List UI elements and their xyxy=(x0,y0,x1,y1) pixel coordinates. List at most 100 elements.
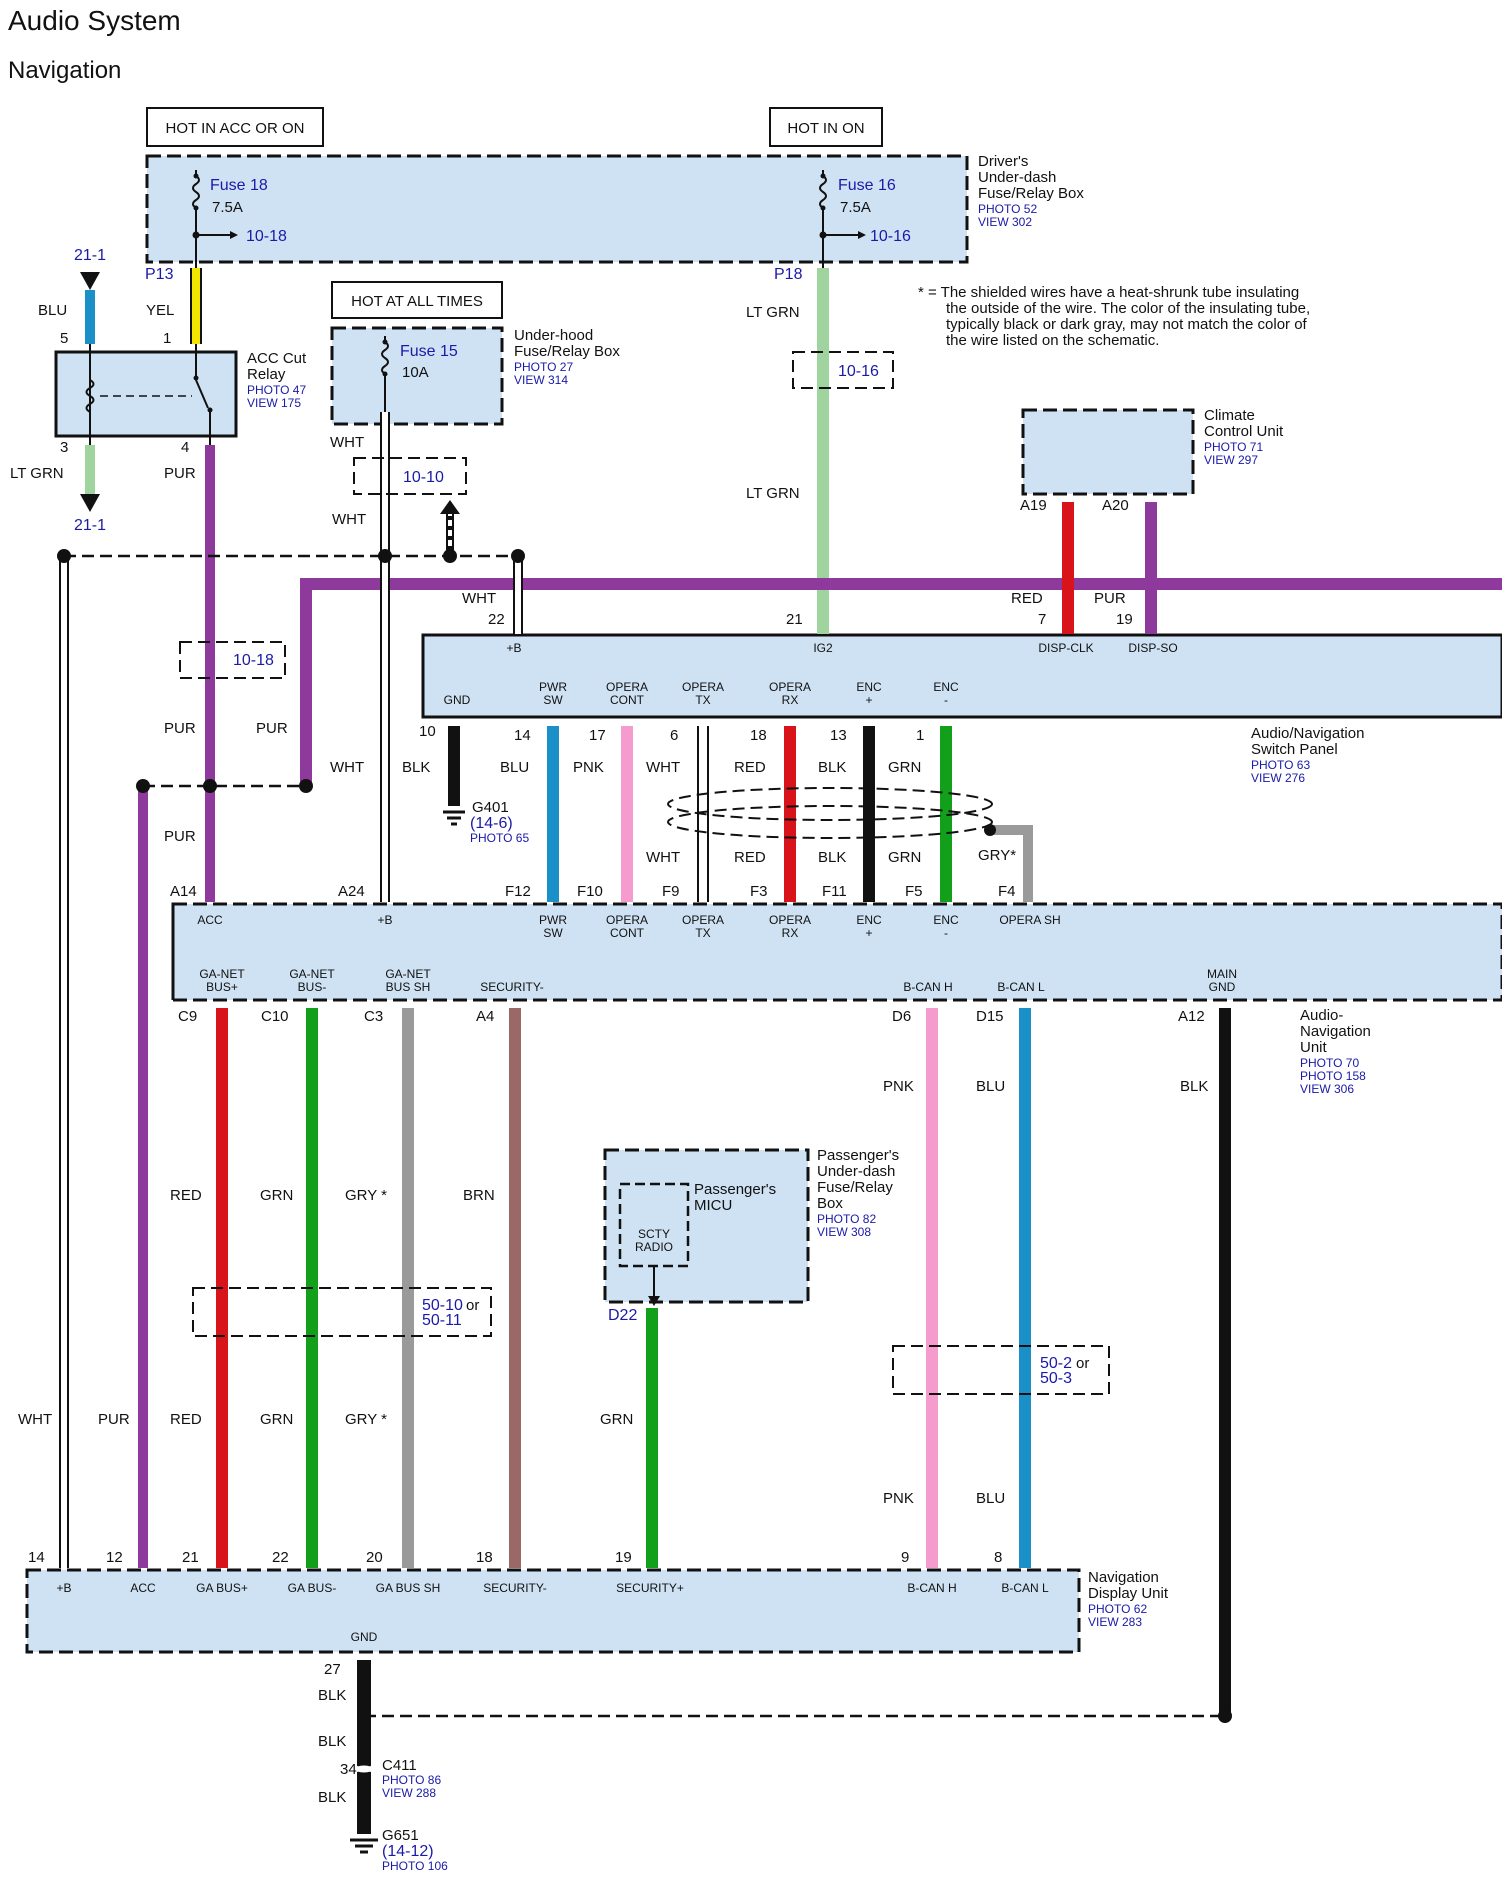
acc-relay-label-2: Relay xyxy=(247,366,286,383)
arrow-down-icon xyxy=(80,494,100,512)
pin-number: F4 xyxy=(998,883,1016,900)
pin-number: 13 xyxy=(830,727,847,744)
pin-signal-2: CONT xyxy=(610,926,645,940)
nav-unit-photo-1: PHOTO 70 xyxy=(1300,1056,1359,1070)
climate-pin-a20: A20 xyxy=(1102,497,1129,514)
ref-50-3[interactable]: 50-3 xyxy=(1040,1370,1072,1387)
nav-pin-a14: A14 ACC xyxy=(170,883,223,927)
pin-signal-2: SW xyxy=(543,926,563,940)
pin-number: 18 xyxy=(750,727,767,744)
navigation-display-unit xyxy=(25,1568,1081,1654)
climate-view: VIEW 297 xyxy=(1204,453,1258,467)
pin-signal: OPERA SH xyxy=(999,913,1060,927)
switch-panel-photo: PHOTO 63 xyxy=(1251,758,1310,772)
pin-signal-2: BUS- xyxy=(298,980,327,994)
passenger-box-photo: PHOTO 82 xyxy=(817,1212,876,1226)
pin-number: F10 xyxy=(577,883,603,900)
display-unit-label-2: Display Unit xyxy=(1088,1585,1169,1602)
ground-g401-ref[interactable]: (14-6) xyxy=(470,815,513,832)
ref-10-16[interactable]: 10-16 xyxy=(838,363,879,380)
shielded-note-line-4: the wire listed on the schematic. xyxy=(946,332,1159,349)
wire-label-pnk: PNK xyxy=(883,1490,914,1507)
pin-number: 14 xyxy=(28,1549,45,1566)
hot-on-box xyxy=(769,107,883,147)
underhood-fuse-relay-box xyxy=(330,326,504,426)
pin-signal-2: RX xyxy=(782,926,799,940)
scty-label-2: RADIO xyxy=(635,1240,673,1254)
display-pin-12: 12 ACC xyxy=(106,1549,156,1595)
ref-50-2[interactable]: 50-2 xyxy=(1040,1355,1072,1372)
wire-label-grn: GRN xyxy=(260,1411,293,1428)
ground-g651-ref[interactable]: (14-12) xyxy=(382,1843,434,1860)
fuse-18-ref[interactable]: 10-18 xyxy=(246,228,287,245)
pin-signal-2: + xyxy=(865,693,872,707)
ref-box-10-10 xyxy=(353,457,467,495)
nav-pin-d15: B-CAN L D15 xyxy=(976,980,1045,1025)
pin-signal: ENC xyxy=(933,913,959,927)
underhood-box-photo: PHOTO 27 xyxy=(514,360,573,374)
display-unit-view: VIEW 283 xyxy=(1088,1615,1142,1629)
pin-signal: OPERA xyxy=(769,680,811,694)
switch-panel-view: VIEW 276 xyxy=(1251,771,1305,785)
pin-number: 1 xyxy=(916,727,924,744)
display-pin-18: 18 SECURITY- xyxy=(476,1549,547,1595)
wire-label-blu: BLU xyxy=(500,759,529,776)
connector-c411-photo: PHOTO 86 xyxy=(382,1773,441,1787)
wire-label-blu: BLU xyxy=(976,1078,1005,1095)
pin-signal: OPERA xyxy=(606,680,648,694)
wire-label-blu: BLU xyxy=(976,1490,1005,1507)
pin-number: 7 xyxy=(1038,611,1046,628)
scty-label-1: SCTY xyxy=(638,1227,670,1241)
ref-10-18-lower[interactable]: 10-18 xyxy=(233,652,274,669)
nav-pin-c3: GA-NET BUS SH C3 xyxy=(364,967,431,1025)
pin-signal: DISP-SO xyxy=(1128,641,1177,655)
pin-signal: PWR xyxy=(539,680,567,694)
pin-number: 20 xyxy=(366,1549,383,1566)
arrow-down-icon xyxy=(80,272,100,290)
hot-acc-on-label: HOT IN ACC OR ON xyxy=(166,120,305,137)
ref-21-1-top[interactable]: 21-1 xyxy=(74,247,106,264)
pin-signal-2: CONT xyxy=(610,693,645,707)
pin-number: 19 xyxy=(615,1549,632,1566)
pin-signal: GND xyxy=(351,1630,378,1644)
fuse-18-name: Fuse 18 xyxy=(210,177,268,194)
wire-label-gry: GRY * xyxy=(345,1187,387,1204)
wire-label-red: RED xyxy=(170,1187,202,1204)
pin-signal: SECURITY- xyxy=(483,1581,547,1595)
pin-signal: GA BUS SH xyxy=(376,1581,441,1595)
wire-pur-bus xyxy=(300,578,1502,786)
ref-21-1-bottom[interactable]: 21-1 xyxy=(74,517,106,534)
ref-50-10[interactable]: 50-10 xyxy=(422,1297,463,1314)
fuse-16-ref[interactable]: 10-16 xyxy=(870,228,911,245)
wire-gry-opera-sh xyxy=(990,825,1033,902)
pin-number: D6 xyxy=(892,1008,911,1025)
climate-control-unit xyxy=(1021,408,1195,496)
shield-ellipse xyxy=(667,787,993,839)
fuse-15-rating: 10A xyxy=(402,364,429,381)
ref-10-10[interactable]: 10-10 xyxy=(403,469,444,486)
wire-label-wht: WHT xyxy=(18,1411,52,1428)
shielded-note-line-1: * = The shielded wires have a heat-shrun… xyxy=(918,284,1299,301)
micu-label-1: Passenger's xyxy=(694,1181,776,1198)
nav-pin-a24: A24 +B xyxy=(338,883,393,927)
ref-50-11[interactable]: 50-11 xyxy=(422,1312,462,1329)
nav-pin-f9: F9 OPERA TX xyxy=(662,883,724,940)
ref-box-50-10 xyxy=(192,1287,492,1337)
wire-label-red: RED xyxy=(734,759,766,776)
switch-pin-19: 19 DISP-SO xyxy=(1116,611,1178,655)
fuse-15-name: Fuse 15 xyxy=(400,343,458,360)
nav-unit-label-3: Unit xyxy=(1300,1039,1328,1056)
wire-label-ltgrn: LT GRN xyxy=(746,485,800,502)
pin-signal: B-CAN L xyxy=(1001,1581,1049,1595)
wire-label-pur: PUR xyxy=(164,828,196,845)
nav-unit-label-2: Navigation xyxy=(1300,1023,1371,1040)
switch-pin-6: 6 OPERA TX xyxy=(670,680,724,744)
hot-all-times-label: HOT AT ALL TIMES xyxy=(351,293,483,310)
pin-signal: OPERA xyxy=(606,913,648,927)
connector-d22: D22 xyxy=(608,1307,637,1324)
nav-pin-f5: F5 ENC - xyxy=(905,883,959,940)
pin-signal: ACC xyxy=(130,1581,156,1595)
switch-panel-label-2: Switch Panel xyxy=(1251,741,1338,758)
nav-pin-f12: F12 PWR SW xyxy=(505,883,567,940)
drivers-box-view: VIEW 302 xyxy=(978,215,1032,229)
